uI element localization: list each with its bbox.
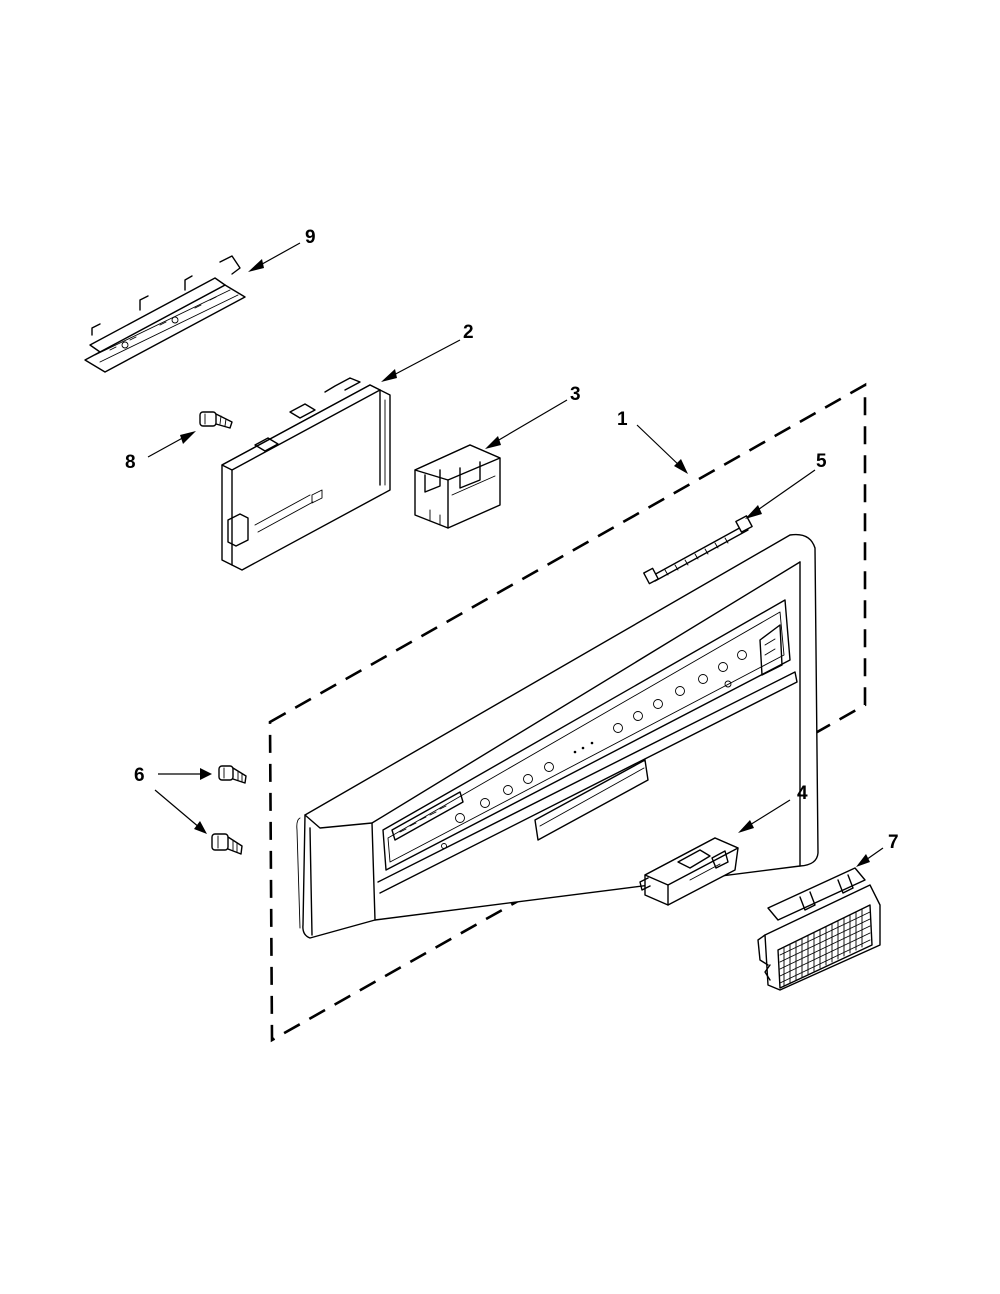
assembly-boundary xyxy=(268,382,867,1043)
callout-6: 6 xyxy=(134,765,145,786)
callout-7: 7 xyxy=(888,832,899,853)
part-6-screw-upper xyxy=(218,765,247,784)
callout-1: 1 xyxy=(617,409,628,430)
part-9-bracket xyxy=(84,255,246,373)
callout-8: 8 xyxy=(125,452,136,473)
callout-2: 2 xyxy=(463,322,474,343)
callout-labels: 9 2 3 1 5 8 6 4 7 xyxy=(125,227,899,853)
part-3-housing xyxy=(414,444,501,529)
callout-9: 9 xyxy=(305,227,316,248)
callout-leaders xyxy=(147,242,884,867)
callout-3: 3 xyxy=(570,384,581,405)
part-2-control-board xyxy=(221,377,391,571)
part-4-latch xyxy=(639,837,739,906)
part-1-console-panel xyxy=(296,533,819,939)
callout-5: 5 xyxy=(816,451,827,472)
callout-4: 4 xyxy=(797,783,808,804)
part-6-screw-lower xyxy=(211,833,243,855)
part-8-screw xyxy=(199,411,233,429)
part-7-vent-grille xyxy=(757,867,881,991)
part-5-wire-harness xyxy=(643,515,753,585)
